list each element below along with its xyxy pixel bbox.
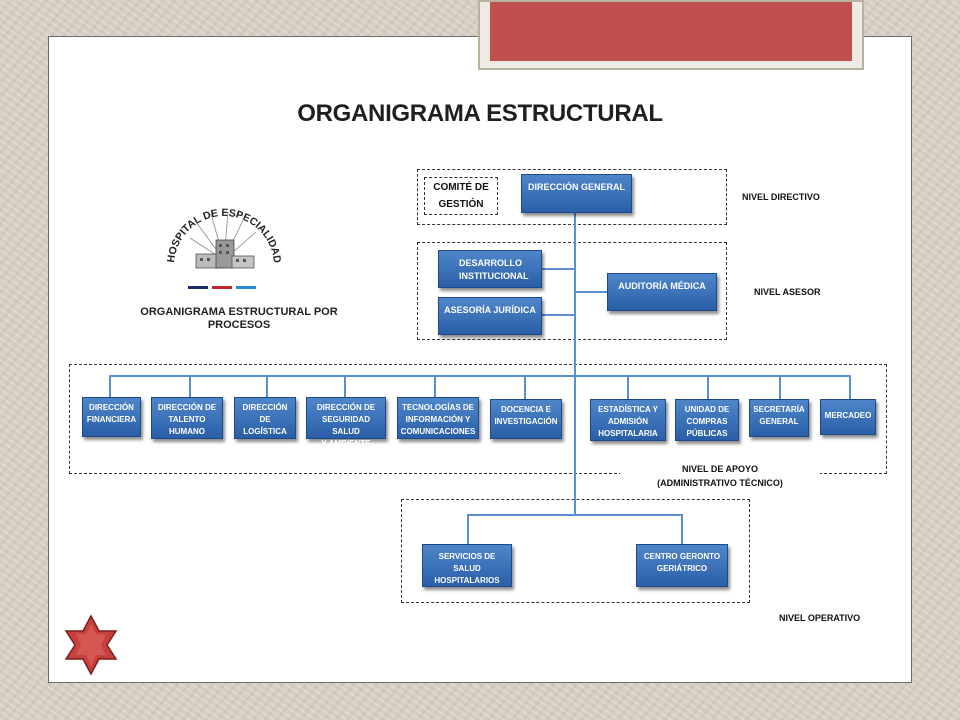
level-label-operativo: NIVEL OPERATIVO (779, 613, 861, 623)
apoyo-drop-line (266, 375, 268, 399)
operativo-drop-1 (467, 514, 469, 546)
asesor-frame (417, 242, 727, 340)
apoyo-drop-line (344, 375, 346, 399)
apoyo-box-talento-humano[interactable]: DIRECCIÓN DE TALENTO HUMANO (151, 397, 223, 439)
apoyo-drop-line (524, 375, 526, 399)
apoyo-drop-line (434, 375, 436, 399)
operativo-drop-2 (681, 514, 683, 546)
asesor-right-branch (575, 291, 607, 293)
apoyo-drop-line (109, 375, 111, 399)
apoyo-box-seguridad-salud[interactable]: DIRECCIÓN DE SEGURIDAD SALUD Y AMBIENTE (306, 397, 386, 448)
hospital-logo: HOSPITAL DE ESPECIALIDADES FFAA. N°1 (156, 182, 283, 289)
logo-caption: ORGANIGRAMA ESTRUCTURAL POR PROCESOS (140, 306, 338, 331)
servicios-salud-box[interactable]: SERVICIOS DE SALUD HOSPITALARIOS (422, 544, 512, 587)
asesor-left-branch (542, 268, 575, 270)
auditoria-medica-box[interactable]: AUDITORÍA MÉDICA (607, 273, 717, 311)
operativo-bus-line (467, 514, 683, 516)
accent-red-block (490, 2, 852, 61)
apoyo-drop-line (189, 375, 191, 399)
asesor-left-branch-2 (542, 314, 575, 316)
desarrollo-institucional-box[interactable]: DESARROLLO INSTITUCIONAL (438, 250, 542, 288)
apoyo-box-mercadeo[interactable]: MERCADEO (820, 399, 876, 435)
directivo-frame (417, 169, 727, 225)
apoyo-drop-line (707, 375, 709, 399)
apoyo-box-secretaria[interactable]: SECRETARÍA GENERAL (749, 399, 809, 437)
apoyo-box-compras-publicas[interactable]: UNIDAD DE COMPRAS PÚBLICAS (675, 399, 739, 441)
level-label-asesor: NIVEL ASESOR (754, 287, 821, 297)
apoyo-box-logistica[interactable]: DIRECCIÓN DE LOGÍSTICA (234, 397, 296, 439)
level-label-directivo: NIVEL DIRECTIVO (742, 192, 820, 202)
apoyo-box-estadistica[interactable]: ESTADÍSTICA Y ADMISIÓN HOSPITALARIA (590, 399, 666, 441)
apoyo-bus-line (109, 375, 851, 377)
star-icon (64, 614, 118, 676)
asesoria-juridica-box[interactable]: ASESORÍA JURÍDICA (438, 297, 542, 335)
accent-decoration (478, 0, 864, 70)
level-label-apoyo: NIVEL DE APOYO (ADMINISTRATIVO TÉCNICO) (620, 462, 820, 490)
apoyo-frame (69, 364, 887, 474)
apoyo-box-docencia[interactable]: DOCENCIA E INVESTIGACIÓN (490, 399, 562, 439)
main-trunk-line (574, 213, 576, 515)
apoyo-box-direccion-financiera[interactable]: DIRECCIÓN FINANCIERA (82, 397, 141, 437)
comite-gestion-box[interactable]: COMITÉ DE GESTIÓN (424, 177, 498, 215)
direccion-general-box[interactable]: DIRECCIÓN GENERAL (521, 174, 632, 213)
apoyo-box-tecnologias[interactable]: TECNOLOGÍAS DE INFORMACIÓN Y COMUNICACIO… (397, 397, 479, 439)
apoyo-drop-line (627, 375, 629, 399)
page-title: ORGANIGRAMA ESTRUCTURAL (297, 100, 663, 127)
centro-geronto-box[interactable]: CENTRO GERONTO GERIÁTRICO (636, 544, 728, 587)
apoyo-drop-line (849, 375, 851, 399)
apoyo-drop-line (779, 375, 781, 399)
